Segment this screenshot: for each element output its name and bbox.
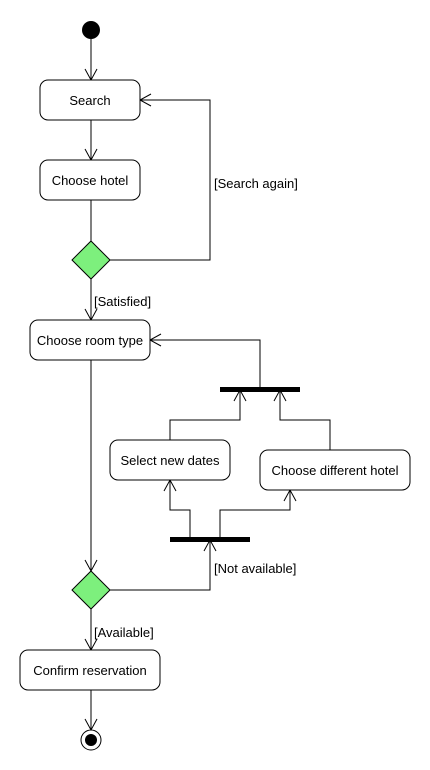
activity-label: Choose different hotel bbox=[272, 463, 399, 478]
edge-not-available bbox=[109, 540, 211, 591]
activity-label: Choose hotel bbox=[52, 173, 129, 188]
activity-label: Select new dates bbox=[120, 453, 220, 468]
decision-node-satisfied bbox=[71, 240, 111, 280]
edge-fork-to-different-hotel bbox=[219, 490, 291, 540]
activity-choose-hotel: Choose hotel bbox=[39, 159, 141, 201]
activity-search: Search bbox=[39, 79, 141, 121]
edge-search-again-loop bbox=[109, 99, 211, 261]
activity-label: Choose room type bbox=[37, 333, 143, 348]
activity-choose-room-type: Choose room type bbox=[29, 319, 151, 361]
fork-bar bbox=[170, 537, 250, 542]
edge-select-dates-to-join bbox=[169, 390, 241, 440]
join-bar bbox=[220, 387, 300, 392]
activity-label: Confirm reservation bbox=[33, 663, 146, 678]
activity-select-new-dates: Select new dates bbox=[109, 439, 231, 481]
final-node bbox=[80, 729, 102, 751]
activity-choose-different-hotel: Choose different hotel bbox=[259, 449, 411, 491]
edge-join-to-room-type bbox=[150, 339, 261, 390]
activity-confirm-reservation: Confirm reservation bbox=[19, 649, 161, 691]
guard-search-again: [Search again] bbox=[214, 176, 298, 191]
guard-satisfied: [Satisfied] bbox=[94, 294, 151, 309]
activity-label: Search bbox=[69, 93, 110, 108]
initial-node bbox=[82, 21, 100, 39]
edge-different-hotel-to-join bbox=[279, 390, 331, 450]
guard-available: [Available] bbox=[94, 625, 154, 640]
decision-node-availability bbox=[71, 570, 111, 610]
guard-not-available: [Not available] bbox=[214, 561, 296, 576]
edge-fork-to-select-dates bbox=[169, 480, 191, 540]
